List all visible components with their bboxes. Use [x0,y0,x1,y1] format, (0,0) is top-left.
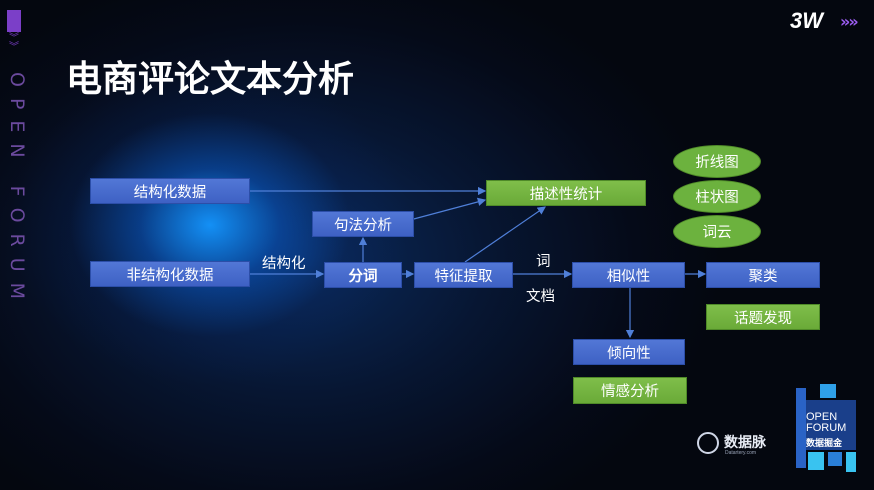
node-segmentation: 分词 [324,262,402,288]
datamai-logo-name: 数据脉 [724,435,766,451]
node-similarity: 相似性 [572,262,685,288]
node-sentiment-analysis: 情感分析 [573,377,687,404]
openforum-logo-block [806,400,856,450]
side-vertical-text: OPEN FORUM [6,72,28,311]
edge-features-stats [464,206,546,263]
node-feature-extraction: 特征提取 [414,262,513,288]
brand-chevron-icon: »» [840,12,859,31]
edge-label-structuring: 结构化 [262,256,306,272]
openforum-logo-text: OPEN FORUM [806,412,846,434]
openforum-logo-block [808,452,824,470]
openforum-logo-block [828,452,842,466]
openforum-logo-icon [796,388,806,468]
page-title: 电商评论文本分析 [66,59,355,100]
node-unstructured-data: 非结构化数据 [90,261,250,287]
openforum-logo-block [846,452,856,472]
edge-label-word: 词 [536,254,551,270]
node-descriptive-stats: 描述性统计 [486,180,646,206]
side-chevron-icon: ︾︾ [9,33,19,53]
brand-logo: 3W [790,8,823,33]
oval-word-cloud: 词云 [673,215,761,248]
datamai-logo-icon [697,432,719,454]
node-topic-discovery: 话题发现 [706,304,820,330]
openforum-line1: OPEN [806,411,838,423]
node-syntax-analysis: 句法分析 [312,211,414,237]
side-accent-bar [7,10,21,32]
edge-label-document: 文档 [526,289,555,305]
oval-line-chart: 折线图 [673,145,761,178]
openforum-line2: FORUM [806,422,847,434]
datamai-logo-sub: Datartery.com [725,450,757,456]
node-clustering: 聚类 [706,262,820,288]
node-tendency: 倾向性 [573,339,685,365]
oval-bar-chart: 柱状图 [673,180,761,213]
openforum-logo-block [820,384,836,398]
node-structured-data: 结构化数据 [90,178,250,204]
openforum-logo-cn: 数据掘金 [806,439,843,449]
